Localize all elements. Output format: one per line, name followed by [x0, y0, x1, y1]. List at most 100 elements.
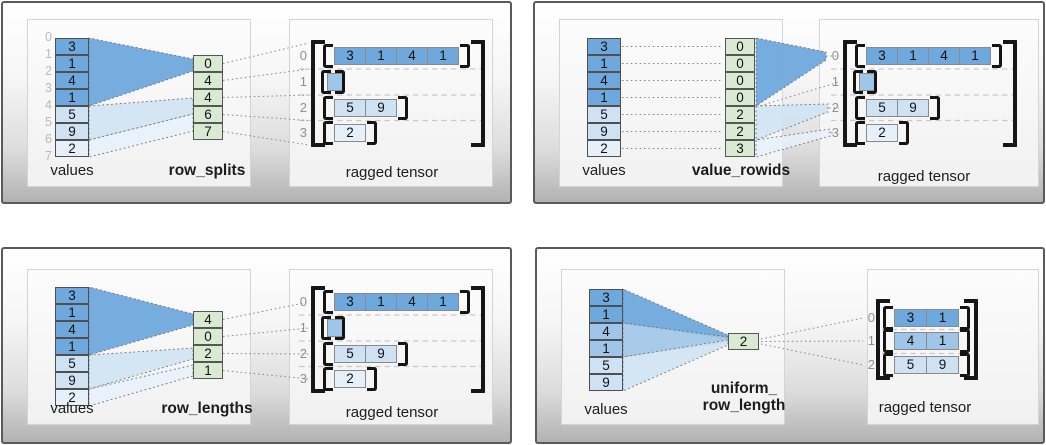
row-open-bracket — [855, 96, 865, 120]
values-label: values — [50, 400, 94, 417]
encoding-cell: 0 — [725, 72, 755, 89]
row-close-bracket — [460, 290, 470, 314]
encoding-label: uniform_ row_length — [702, 380, 786, 414]
tensor-cell: 5 — [866, 99, 898, 117]
tensor-row-label: 3 — [299, 371, 307, 386]
tensor-open-bracket — [311, 40, 325, 147]
encoding-cell: 4 — [193, 311, 223, 328]
row-open-bracket — [323, 44, 333, 68]
value-offset-label: 7 — [45, 149, 52, 163]
tensor-cell: 2 — [334, 124, 366, 142]
value-cell: 4 — [55, 72, 89, 89]
tensor-cell: 1 — [365, 47, 397, 65]
tensor-cell: 9 — [897, 99, 929, 117]
tensor-cell: 3 — [894, 309, 927, 327]
tensor-close-bracket — [964, 299, 978, 380]
row-open-bracket — [883, 329, 893, 353]
encoding-cell: 2 — [193, 345, 223, 362]
value-offset-label: 3 — [45, 81, 52, 95]
encoding-cell: 7 — [193, 123, 223, 140]
value-cell: 4 — [589, 323, 623, 340]
value-cell: 5 — [587, 106, 621, 123]
row-close-bracket — [960, 306, 970, 330]
value-cell: 1 — [55, 338, 89, 355]
row-open-bracket — [323, 290, 333, 314]
connector-overlay — [622, 37, 1017, 158]
value-cell: 5 — [589, 357, 623, 374]
value-offset-label: 6 — [45, 132, 52, 146]
value-cell: 1 — [55, 304, 89, 321]
encoding-label: value_rowids — [691, 162, 791, 179]
row-close-bracket — [367, 367, 377, 391]
tensor-cell: 9 — [926, 356, 959, 374]
tensor-cell: 3 — [334, 293, 366, 311]
tensor-cell: 1 — [926, 332, 959, 350]
encoding-cell: 0 — [725, 38, 755, 55]
encoding-cell: 2 — [728, 333, 759, 350]
tensor-row-label: 2 — [299, 100, 307, 115]
tensor-cell: 2 — [866, 124, 898, 142]
value-cell: 9 — [589, 374, 623, 391]
row-close-bracket — [930, 96, 940, 120]
value-cell: 5 — [55, 106, 89, 123]
value-cell: 4 — [55, 321, 89, 338]
value-cell: 2 — [55, 140, 89, 157]
encoding-cell: 4 — [193, 72, 223, 89]
row-close-bracket — [992, 44, 1002, 68]
row-close-bracket — [899, 121, 909, 145]
tensor-label: ragged tensor — [877, 168, 971, 185]
value-cell: 1 — [587, 55, 621, 72]
row-close-bracket — [460, 44, 470, 68]
value-cell: 3 — [587, 38, 621, 55]
tensor-close-bracket — [1003, 40, 1017, 147]
tensor-cell: 1 — [897, 47, 929, 65]
tensor-cell: 5 — [334, 345, 366, 363]
encoding-cell: 0 — [193, 55, 223, 72]
row-close-bracket — [367, 121, 377, 145]
tensor-row-label: 0 — [299, 48, 307, 63]
value-offset-label: 0 — [45, 30, 52, 44]
value-cell: 9 — [55, 123, 89, 140]
row-open-bracket — [321, 70, 331, 94]
tensor-close-bracket — [471, 40, 485, 147]
value-offset-label: 2 — [45, 64, 52, 78]
value-cell: 1 — [587, 89, 621, 106]
value-cell: 1 — [589, 306, 623, 323]
tensor-row-label: 2 — [867, 357, 875, 372]
row-open-bracket — [853, 70, 863, 94]
tensor-cell: 1 — [959, 47, 991, 65]
tensor-cell: 1 — [427, 47, 459, 65]
encoding-label: row_splits — [168, 162, 246, 179]
row-open-bracket — [323, 367, 333, 391]
value-cell: 3 — [55, 38, 89, 55]
tensor-row-label: 3 — [831, 125, 839, 140]
tensor-row-label: 1 — [299, 74, 307, 89]
value-cell: 2 — [55, 389, 89, 406]
row-open-bracket — [323, 96, 333, 120]
encoding-cell: 3 — [725, 140, 755, 157]
values-label: values — [50, 162, 94, 179]
value-offset-label: 1 — [45, 47, 52, 61]
value-offset-label: 4 — [45, 98, 52, 112]
row-close-bracket — [960, 329, 970, 353]
tensor-label: ragged tensor — [878, 399, 972, 416]
tensor-close-bracket — [471, 286, 485, 393]
value-cell: 4 — [587, 72, 621, 89]
tensor-label: ragged tensor — [345, 404, 439, 421]
values-label: values — [582, 162, 626, 179]
row-open-bracket — [883, 353, 893, 377]
encoding-cell: 6 — [193, 106, 223, 123]
value-cell: 5 — [55, 355, 89, 372]
value-cell: 3 — [589, 289, 623, 306]
tensor-row-label: 2 — [299, 346, 307, 361]
connector-overlay — [622, 288, 970, 392]
tensor-cell: 3 — [334, 47, 366, 65]
value-cell: 9 — [587, 123, 621, 140]
tensor-row-label: 3 — [299, 125, 307, 140]
row-close-bracket — [335, 316, 345, 340]
row-close-bracket — [867, 70, 877, 94]
